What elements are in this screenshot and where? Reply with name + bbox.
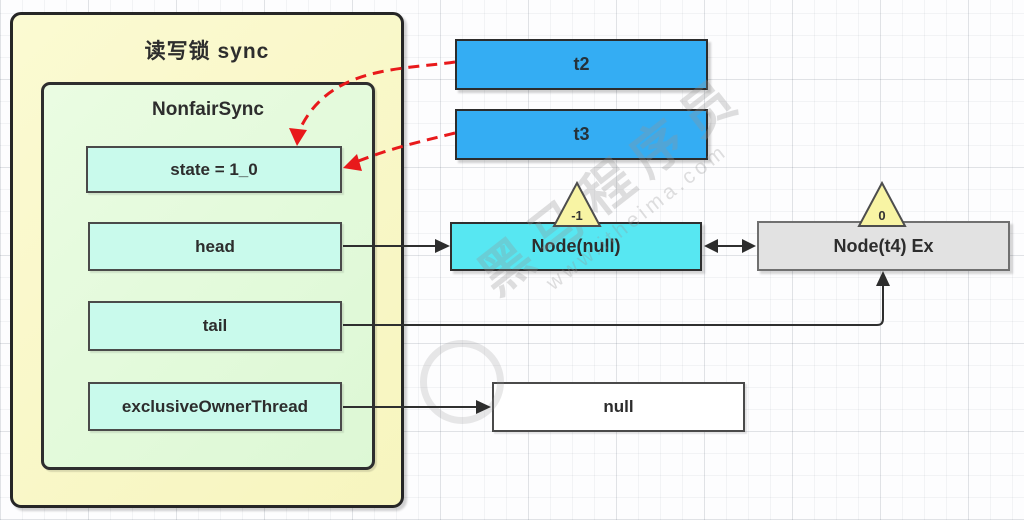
waitstatus-triangle-tail: [857, 180, 907, 227]
head-arrowhead-icon: [435, 239, 450, 253]
field-tail: tail: [88, 301, 342, 351]
queue-right-arrowhead-icon: [742, 239, 756, 253]
nonfairsync-title: NonfairSync: [152, 99, 264, 120]
queue-left-arrowhead-icon: [704, 239, 718, 253]
rwlock-sync-title: 读写锁 sync: [144, 40, 270, 63]
waitstatus-triangle-head: [552, 180, 602, 227]
owner-arrowhead-icon: [476, 400, 491, 414]
field-head: head: [88, 222, 342, 271]
thread-t2-box: t2: [455, 39, 708, 90]
tail-arrowhead-icon: [876, 271, 890, 286]
field-exclusive-owner-thread: exclusiveOwnerThread: [88, 382, 342, 431]
waitstatus-value-head: -1: [571, 208, 583, 223]
null-value-box: null: [492, 382, 745, 432]
thread-t3-box: t3: [455, 109, 708, 160]
queue-node-head: Node(null): [450, 222, 702, 271]
queue-node-tail: Node(t4) Ex: [757, 221, 1010, 271]
field-state: state = 1_0: [86, 146, 342, 193]
tail-arrow-line: [343, 285, 884, 326]
